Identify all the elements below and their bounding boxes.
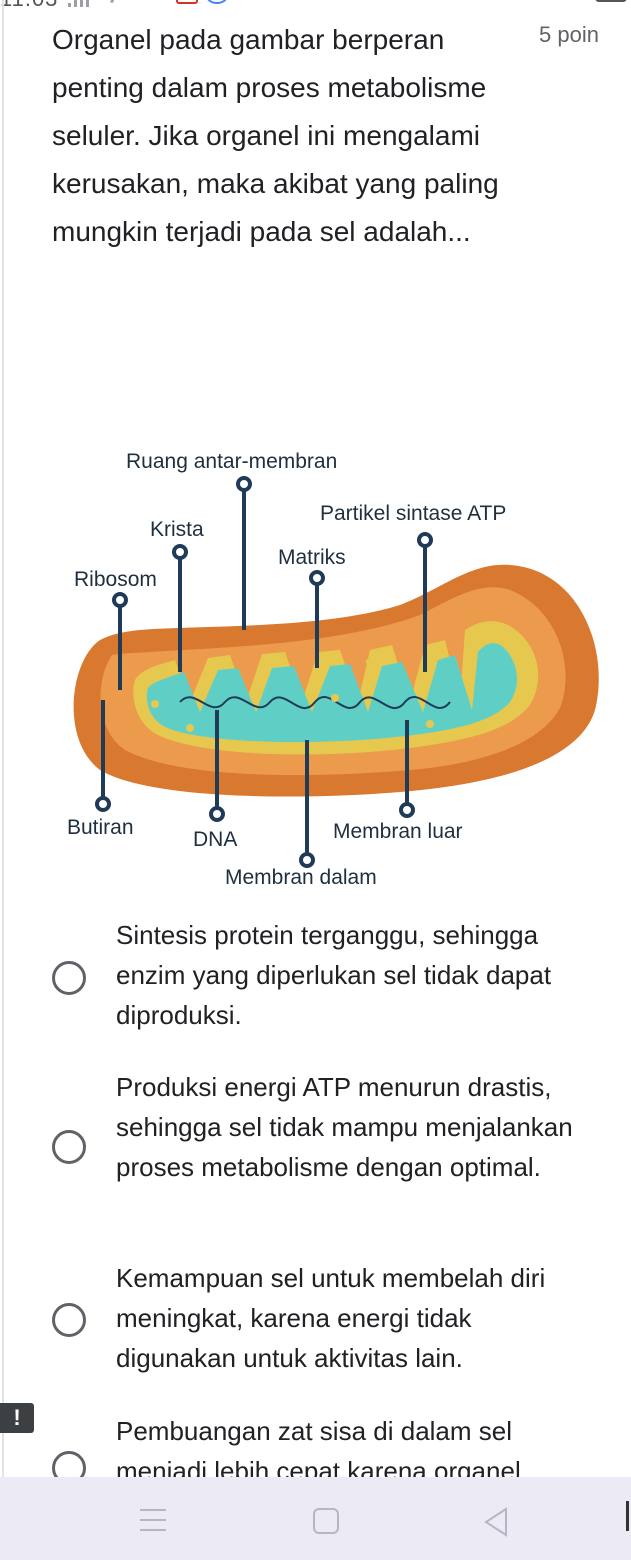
card-left-border — [2, 0, 4, 1477]
leader-dot-dna — [209, 806, 225, 822]
answer-option-2[interactable]: Produksi energi ATP menurun drastis, seh… — [0, 1067, 631, 1227]
granule — [366, 658, 374, 666]
alert-badge[interactable]: ! — [0, 1403, 34, 1433]
signal-icon — [68, 0, 89, 7]
granule — [331, 694, 339, 702]
radio-button-icon[interactable] — [52, 1451, 86, 1477]
label-ribosom: Ribosom — [74, 568, 157, 591]
answer-option-4[interactable]: Pembuangan zat sisa di dalam sel menjadi… — [0, 1411, 631, 1477]
dna-strand — [179, 696, 451, 710]
status-time: 11.03 — [0, 0, 58, 12]
points-label: 5 poin — [539, 22, 599, 47]
leader-lines — [95, 476, 433, 868]
question-text: Organel pada gambar berperan penting dal… — [52, 24, 499, 247]
granule — [151, 700, 159, 708]
radio-button-icon[interactable] — [52, 961, 86, 995]
label-krista: Krista — [150, 518, 204, 541]
back-icon[interactable] — [482, 1507, 510, 1537]
recent-apps-icon[interactable] — [140, 1509, 166, 1531]
label-ruang-antar-membran: Ruang antar-membran — [126, 450, 338, 473]
edge-indicator — [626, 1501, 629, 1531]
leader-dot-matriks — [309, 570, 325, 586]
label-partikel-sintase-atp: Partikel sintase ATP — [320, 502, 507, 525]
mitochondria-illustration — [73, 476, 599, 868]
label-membran-luar: Membran luar — [333, 820, 463, 843]
granule — [186, 724, 194, 732]
label-membran-dalam: Membran dalam — [225, 866, 377, 889]
label-butiran: Butiran — [67, 816, 134, 839]
wifi-icon — [105, 0, 139, 16]
status-bar: 11.03 — [0, 0, 631, 16]
radio-button-icon[interactable] — [52, 1303, 86, 1337]
option-label: Kemampuan sel untuk membelah diri mening… — [116, 1263, 546, 1373]
granule — [426, 720, 434, 728]
system-nav-bar — [0, 1477, 631, 1560]
gmail-icon — [176, 0, 198, 4]
leader-dot-partikel-sintase-atp — [417, 532, 433, 548]
option-label: Produksi energi ATP menurun drastis, seh… — [116, 1072, 573, 1182]
matrix-shape — [146, 643, 517, 743]
radio-button-icon[interactable] — [52, 1130, 86, 1164]
label-dna: DNA — [193, 828, 238, 851]
leader-dot-ruang-antar-membran — [236, 476, 252, 492]
option-label: Sintesis protein terganggu, sehingga enz… — [116, 920, 552, 1030]
label-matriks: Matriks — [278, 546, 346, 569]
leader-dot-butiran — [95, 796, 111, 812]
mitochondria-diagram: Ruang antar-membran Krista Partikel sint… — [40, 440, 610, 900]
battery-icon — [595, 0, 627, 2]
granule — [271, 656, 279, 664]
google-icon — [206, 0, 228, 4]
answer-option-3[interactable]: Kemampuan sel untuk membelah diri mening… — [0, 1258, 631, 1378]
leader-dot-ribosom — [112, 592, 128, 608]
leader-dot-membran-dalam — [299, 852, 315, 868]
leader-dot-krista — [172, 544, 188, 560]
leader-dot-membran-luar — [399, 802, 415, 818]
option-label: Pembuangan zat sisa di dalam sel menjadi… — [116, 1416, 521, 1477]
answer-option-1[interactable]: Sintesis protein terganggu, sehingga enz… — [0, 915, 631, 1035]
home-icon[interactable] — [313, 1508, 339, 1534]
